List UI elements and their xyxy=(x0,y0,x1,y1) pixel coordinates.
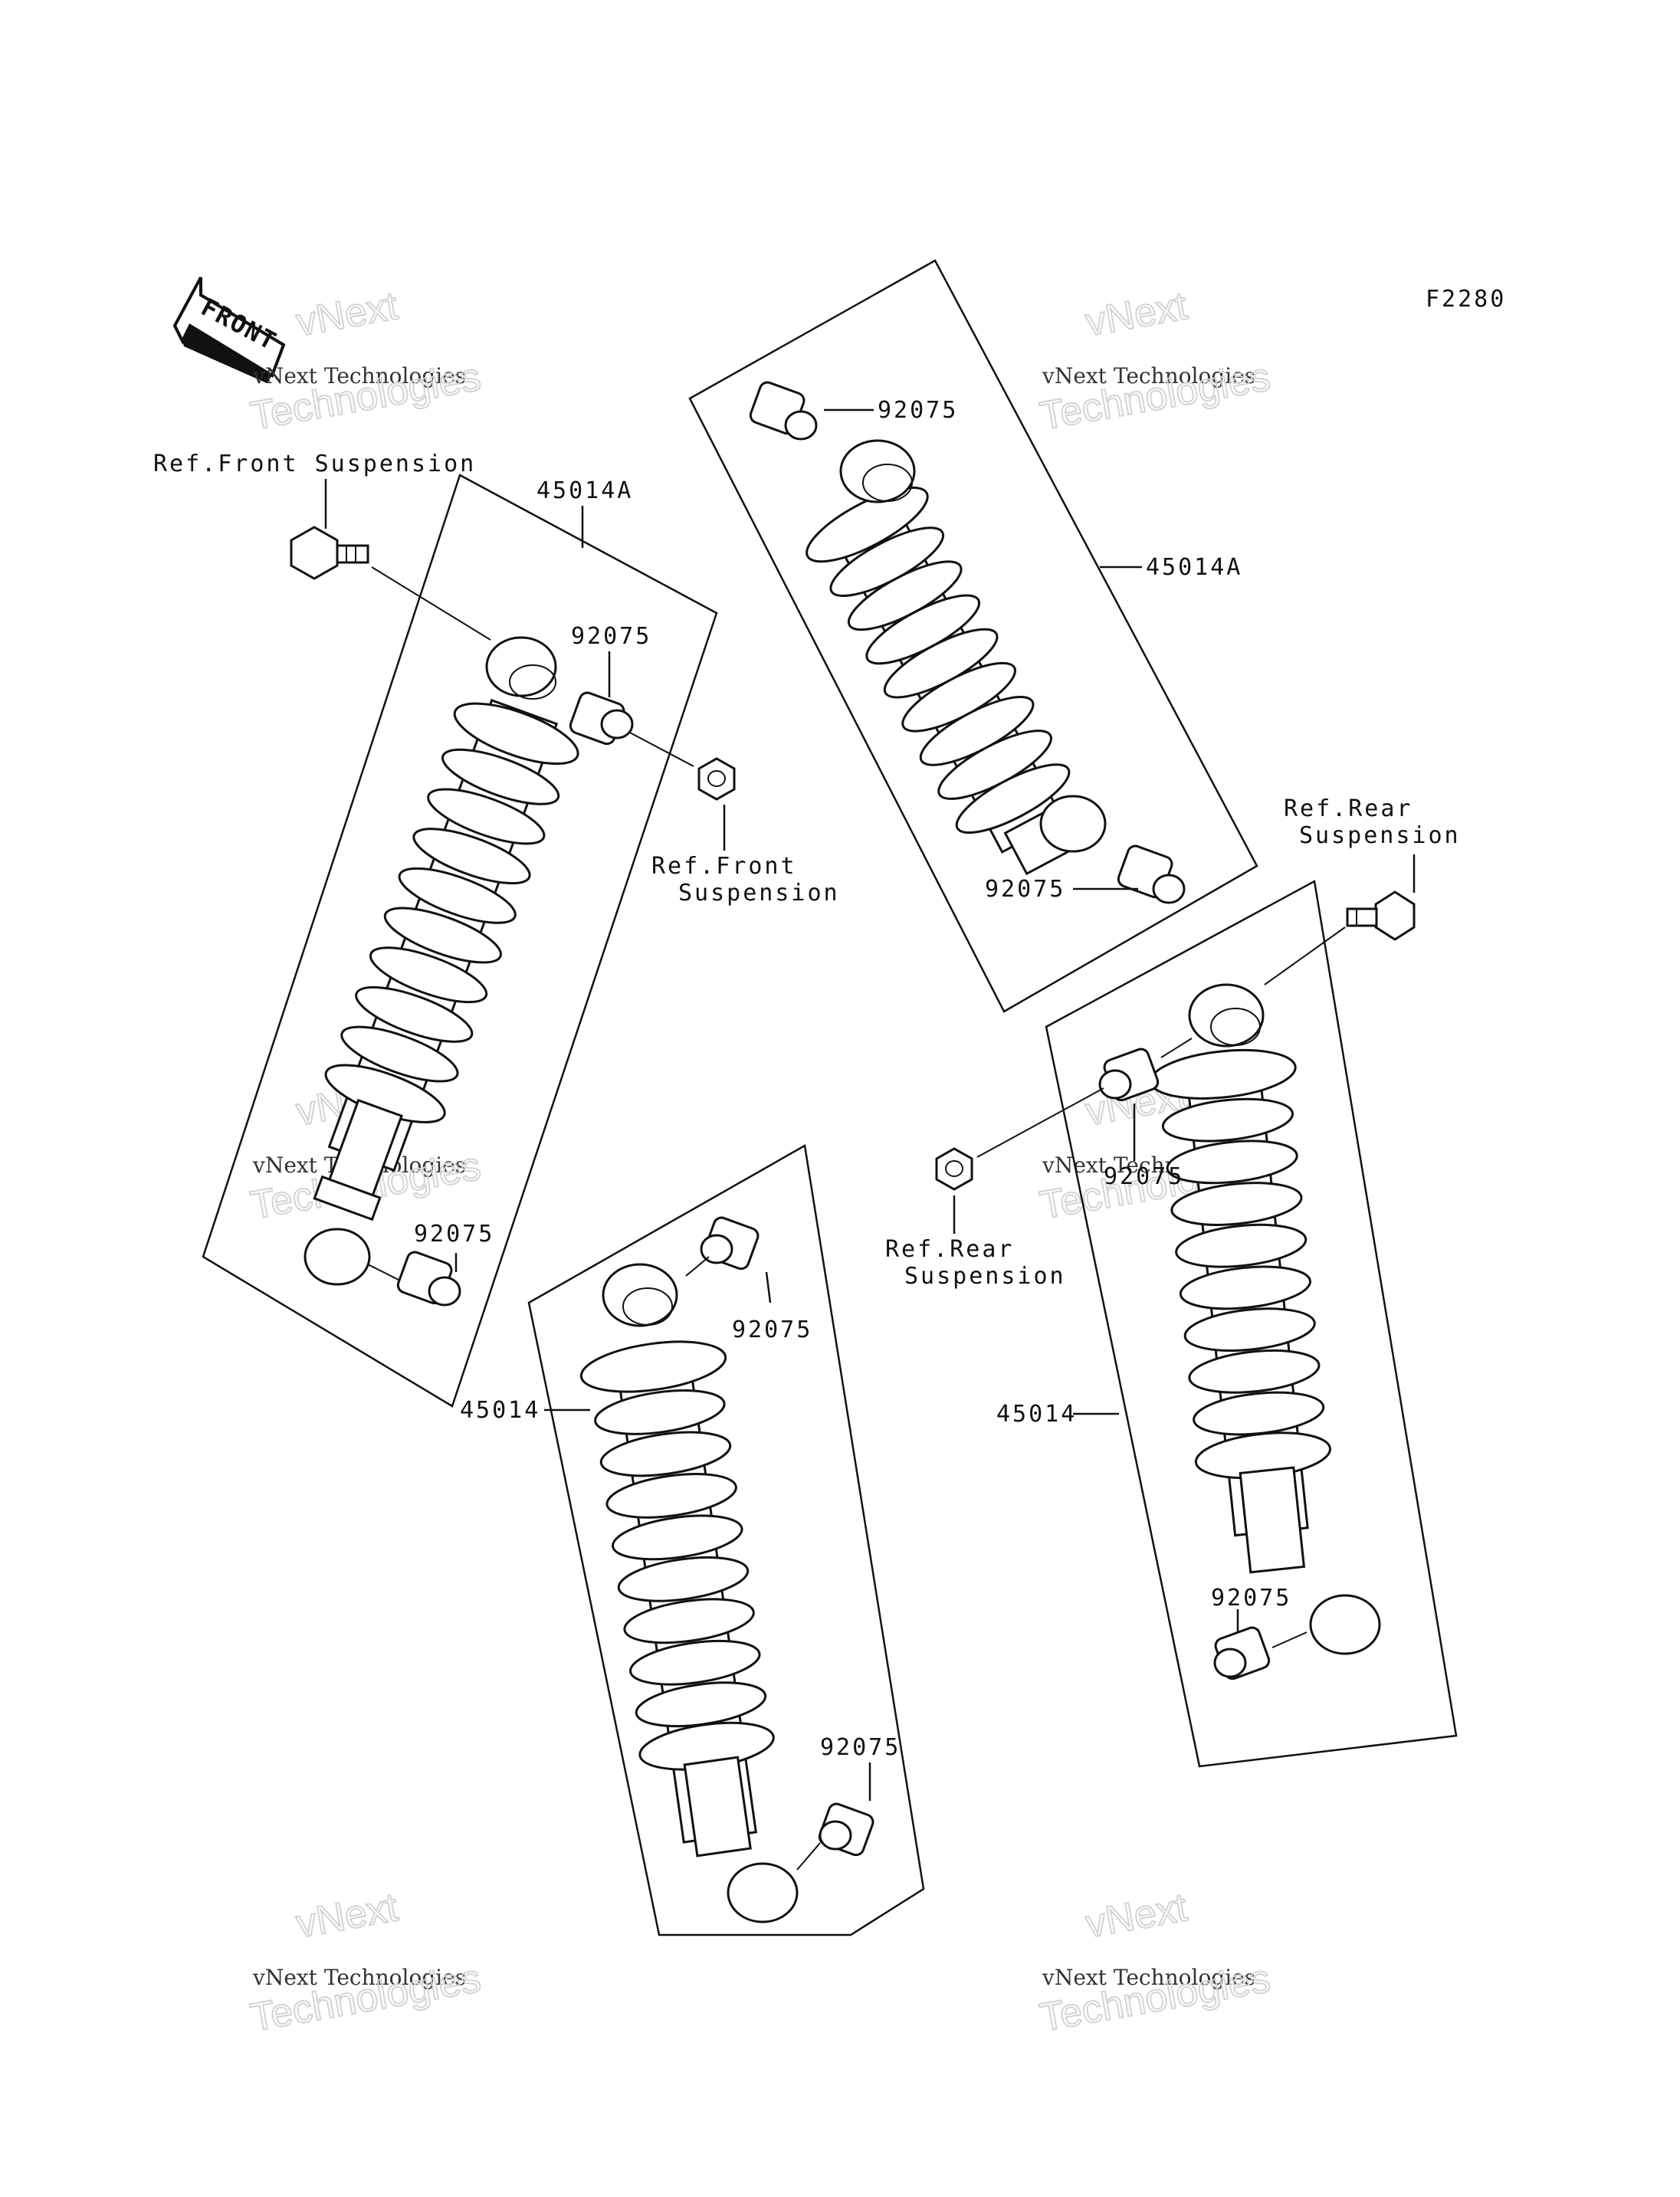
label-shock-rear-left: 45014 xyxy=(460,1397,540,1424)
svg-text:vNext: vNext xyxy=(293,1885,402,1946)
shock-front-left xyxy=(202,474,736,1408)
nut-rear xyxy=(935,1147,973,1191)
bushing-rear-left-bottom xyxy=(818,1802,874,1857)
leader-lines xyxy=(324,408,1416,1801)
svg-text:vNext: vNext xyxy=(1082,1885,1191,1946)
bolt-rear-top xyxy=(1346,890,1416,941)
label-shock-front-right: 45014A xyxy=(1146,554,1242,581)
spring-front-right xyxy=(806,486,1071,835)
bushing-front-left-top xyxy=(569,691,634,746)
svg-text:vNext: vNext xyxy=(293,284,402,345)
label-ref-rear-bolt-1: Ref.Rear xyxy=(1284,795,1413,822)
bushing-rear-right-top xyxy=(1098,1048,1160,1102)
watermark-top-right: vNext vNext Technologies Technologies xyxy=(1036,283,1275,440)
bushing-front-right-top xyxy=(749,381,818,441)
label-ref-front-nut-1: Ref.Front xyxy=(651,853,797,880)
group-box-front-right xyxy=(688,259,1258,1013)
group-box-front-left xyxy=(202,474,718,1408)
group-box-rear-right xyxy=(1045,880,1458,1768)
shock-rear-left xyxy=(527,1144,925,1936)
label-bushing-rear-right-top: 92075 xyxy=(1104,1163,1184,1190)
label-bushing-front-left-bottom: 92075 xyxy=(414,1221,494,1248)
group-box-rear-left xyxy=(527,1144,925,1936)
bushing-front-left-bottom xyxy=(396,1251,461,1307)
shock-rear-right xyxy=(935,880,1458,1768)
bushing-rear-left-top xyxy=(700,1216,760,1271)
svg-text:vNext Technologies: vNext Technologies xyxy=(1042,1965,1255,1990)
label-bushing-rear-right-bottom: 92075 xyxy=(1211,1585,1291,1612)
label-bushing-front-right-top: 92075 xyxy=(878,397,958,424)
watermark-bottom-left: vNext vNext Technologies Technologies xyxy=(247,1884,485,2041)
bushing-front-right-bottom xyxy=(1117,844,1186,904)
figure-code: F2280 xyxy=(1426,286,1506,313)
spring-rear-right xyxy=(1149,1049,1331,1480)
label-bushing-rear-left-top: 92075 xyxy=(732,1317,812,1343)
spring-rear-left xyxy=(579,1340,775,1771)
spring-front-left xyxy=(324,702,579,1123)
svg-text:vNext Technologies: vNext Technologies xyxy=(252,1965,466,1990)
nut-front xyxy=(697,757,736,801)
bushing-rear-right-bottom xyxy=(1213,1626,1271,1681)
shock-front-right xyxy=(688,259,1258,1013)
label-ref-front-nut-2: Suspension xyxy=(678,880,840,907)
label-shock-front-left: 45014A xyxy=(536,477,633,504)
svg-text:vNext Technologies: vNext Technologies xyxy=(1042,363,1255,389)
label-bushing-front-right-bottom: 92075 xyxy=(985,876,1065,903)
svg-text:vNext: vNext xyxy=(1082,284,1191,345)
label-shock-rear-right: 45014 xyxy=(996,1401,1077,1428)
label-bushing-front-left-top: 92075 xyxy=(571,623,651,650)
watermark-bottom-right: vNext vNext Technologies Technologies xyxy=(1036,1884,1275,2041)
bolt-front-top xyxy=(290,526,369,580)
label-bushing-rear-left-bottom: 92075 xyxy=(820,1734,901,1761)
label-ref-rear-nut-2: Suspension xyxy=(904,1263,1066,1290)
label-ref-rear-bolt-2: Suspension xyxy=(1299,822,1461,849)
label-ref-rear-nut-1: Ref.Rear xyxy=(885,1236,1015,1263)
label-ref-front-suspension-top: Ref.Front Suspension xyxy=(153,451,476,477)
svg-text:vNext Technologies: vNext Technologies xyxy=(252,363,466,389)
